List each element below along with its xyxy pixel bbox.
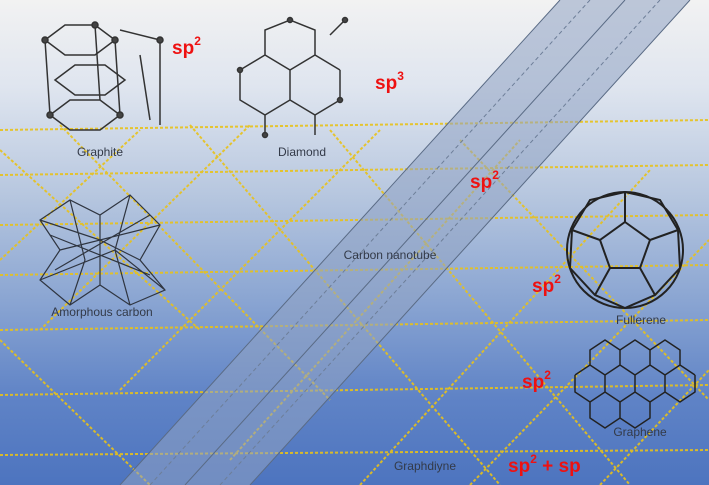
amorphous-carbon-label: Amorphous carbon bbox=[51, 305, 153, 319]
fullerene-label: Fullerene bbox=[615, 313, 667, 327]
carbon-nanotube-label: Carbon nanotube bbox=[343, 248, 437, 262]
amorphous-carbon-structure bbox=[39, 194, 166, 306]
hybrid-base: sp bbox=[470, 172, 493, 193]
hybrid-base: sp bbox=[508, 456, 531, 477]
diamond-structure bbox=[236, 16, 349, 139]
carbon-nanotube bbox=[119, 0, 691, 485]
graphdiyne-label: Graphdiyne bbox=[393, 459, 457, 473]
hybrid-sup: 2 bbox=[492, 168, 499, 182]
graphite-label: Graphite bbox=[76, 145, 124, 159]
diamond-hybridization: sp3 bbox=[375, 70, 404, 95]
fullerene-hybridization: sp2 bbox=[532, 273, 561, 298]
graphdiyne-hybridization: sp2 + sp bbox=[508, 453, 581, 478]
graphene-label: Graphene bbox=[613, 425, 667, 439]
hybrid-base: sp bbox=[172, 38, 195, 59]
graphite-hybridization: sp2 bbox=[172, 35, 201, 60]
hybrid-sup: 2 bbox=[530, 452, 537, 466]
hybrid-sup: 3 bbox=[397, 69, 404, 83]
hybrid-base: sp bbox=[375, 73, 398, 94]
hybrid-sup: 2 bbox=[194, 34, 201, 48]
hybrid-base: sp bbox=[532, 276, 555, 297]
graphene-structure bbox=[574, 339, 696, 429]
fullerene-structure bbox=[566, 191, 684, 310]
hybrid-sup: 2 bbox=[544, 368, 551, 382]
hybrid-base: sp bbox=[522, 372, 545, 393]
hybrid-tail: + sp bbox=[536, 456, 581, 477]
nanotube-hybridization: sp2 bbox=[470, 169, 499, 194]
graphene-hybridization: sp2 bbox=[522, 369, 551, 394]
diamond-label: Diamond bbox=[277, 145, 327, 159]
hybrid-sup: 2 bbox=[554, 272, 561, 286]
graphite-structure bbox=[41, 21, 164, 131]
